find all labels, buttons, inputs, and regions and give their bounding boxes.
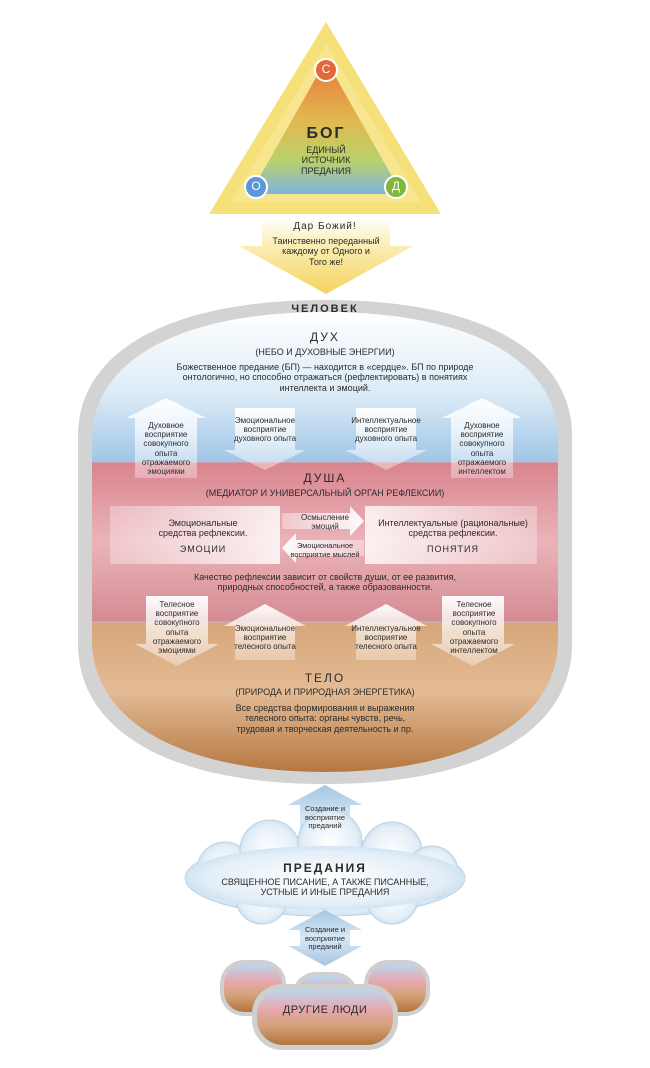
soul-subtitle: (МЕДИАТОР И УНИВЕРСАЛЬНЫЙ ОРГАН РЕФЛЕКСИ… (205, 488, 445, 498)
man-title: ЧЕЛОВЕК (291, 303, 359, 315)
spirit-text: Божественное предание (БП) — находится в… (176, 362, 474, 393)
spirit-arrow-right-up (442, 398, 522, 478)
emotions-label: ЭМОЦИИ (179, 544, 227, 554)
gift-title: Дар Божий! (293, 221, 357, 232)
node-right (384, 175, 408, 199)
node-left-label: О (251, 179, 261, 193)
node-left (244, 175, 268, 199)
soul-arrow-left-label: Эмоциональное восприятие мыслей (290, 541, 360, 559)
god-title: БОГ (306, 125, 346, 142)
body-arrow-left-up-label: Эмоциональное восприятие телесного опыта (234, 624, 296, 652)
concepts-label: ПОНЯТИЯ (427, 544, 479, 554)
traditions-title: ПРЕДАНИЯ (283, 861, 367, 875)
concepts-panel (365, 506, 537, 564)
god-subtitle: ЕДИНЫЙ ИСТОЧНИК ПРЕДАНИЯ (300, 145, 352, 176)
emotions-text: Эмоциональные средства рефлексии. (158, 518, 248, 539)
spirit-subtitle: (НЕБО И ДУХОВНЫЕ ЭНЕРГИИ) (255, 347, 395, 357)
body-text: Все средства формирования и выражения те… (235, 703, 415, 734)
spirit-arrow-left-up-label: Духовное восприятие совокупного опыта от… (141, 421, 191, 476)
emotions-panel (110, 506, 280, 564)
link-upper-label: Создание и восприятие преданий (304, 804, 346, 831)
node-top (314, 58, 338, 82)
soul-arrow-right (282, 506, 364, 536)
traditions-text: СВЯЩЕННОЕ ПИСАНИЕ, А ТАКЖЕ ПИСАННЫЕ, УСТ… (221, 877, 429, 898)
body-arrow-left-down (135, 596, 219, 666)
body-arrow-right-up-label: Интеллектуальное восприятие телесного оп… (351, 624, 421, 652)
body-arrow-right-down-label: Телесное восприятие совокупного опыта от… (449, 600, 499, 655)
body-arrow-left-up (224, 604, 306, 660)
others-title: ДРУГИЕ ЛЮДИ (282, 1004, 368, 1016)
body-arrow-right-up (345, 604, 427, 660)
link-arrow-lower (288, 910, 362, 966)
person-cylinder-front (252, 984, 398, 1050)
node-top-label: С (321, 62, 331, 76)
spirit-arrow-left-down-label: Эмоциональное восприятие духовного опыта (233, 416, 297, 444)
soul-text: Качество рефлексии зависит от свойств ду… (193, 572, 457, 593)
spirit-arrow-left-up (126, 398, 206, 478)
gift-arrow (239, 218, 413, 294)
spirit-arrow-right-down-label: Интеллектуальное восприятие духовного оп… (351, 416, 421, 444)
soul-arrow-left (282, 533, 364, 563)
link-lower-label: Создание и восприятие преданий (304, 925, 346, 952)
body-arrow-left-down-label: Телесное восприятие совокупного опыта от… (152, 600, 202, 655)
gift-text: Таинственно переданный каждому от Одного… (272, 236, 380, 267)
concepts-text: Интеллектуальные (рациональные) средства… (378, 518, 528, 539)
spirit-title: ДУХ (310, 330, 340, 344)
body-title: ТЕЛО (304, 671, 346, 685)
god-triangle (209, 22, 441, 214)
body-subtitle: (ПРИРОДА И ПРИРОДНАЯ ЭНЕРГЕТИКА) (235, 687, 415, 697)
spirit-arrow-right-up-label: Духовное восприятие совокупного опыта от… (457, 421, 507, 476)
spirit-arrow-left-down (224, 408, 306, 470)
soul-title: ДУША (303, 471, 347, 485)
soul-arrow-right-label: Осмысление эмоций (301, 513, 349, 532)
spirit-arrow-right-down (345, 408, 427, 470)
node-right-label: Д (391, 179, 401, 193)
body-arrow-right-down (431, 596, 515, 666)
